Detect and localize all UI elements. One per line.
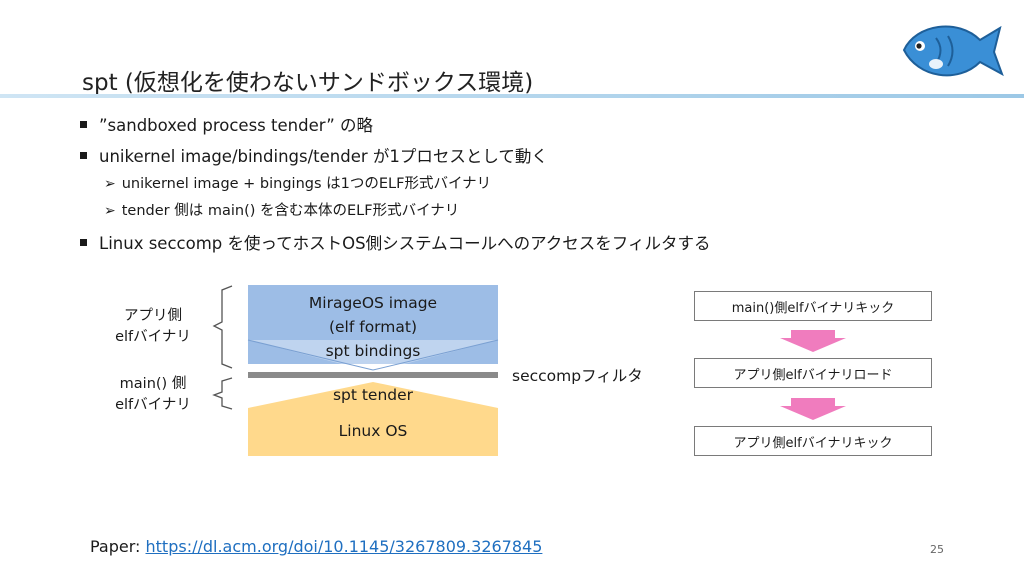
bullet-square-icon [80, 121, 87, 128]
bindings-label: spt bindings [325, 342, 421, 360]
mirage-label-line1: MirageOS image [308, 294, 438, 312]
seccomp-bar [248, 372, 498, 378]
mirage-block [248, 285, 498, 364]
main-side-brace [212, 377, 233, 410]
flow-step-3: アプリ側elfバイナリキック [694, 426, 932, 456]
fish-icon [902, 25, 1004, 77]
bullet-2: unikernel image/bindings/tender が1プロセスとし… [80, 143, 548, 167]
sub-bullet-2: ➢tender 側は main() を含む本体のELF形式バイナリ [104, 203, 460, 219]
main-side-label: main() 側 elfバイナリ [115, 376, 191, 413]
app-side-label: アプリ側 elfバイナリ [115, 308, 191, 345]
tender-label: spt tender [332, 386, 414, 404]
arrow-bullet-icon: ➢ [104, 176, 116, 192]
down-arrow-icon [780, 330, 846, 352]
flow-step-1: main()側elfバイナリキック [694, 291, 932, 321]
bullet-square-icon [80, 239, 87, 246]
mirage-label-line2: (elf format) [328, 318, 418, 336]
bullet-1: ”sandboxed process tender” の略 [80, 112, 373, 136]
paper-reference: Paper: https://dl.acm.org/doi/10.1145/32… [90, 537, 543, 556]
linux-label: Linux OS [338, 422, 408, 440]
down-arrow-icon [780, 398, 846, 420]
page-number: 25 [930, 543, 944, 556]
slide-title: spt (仮想化を使わないサンドボックス環境) [82, 70, 534, 96]
linux-block [248, 382, 498, 456]
seccomp-label: seccompフィルタ [512, 367, 643, 385]
paper-link[interactable]: https://dl.acm.org/doi/10.1145/3267809.3… [145, 537, 543, 556]
bullet-square-icon [80, 152, 87, 159]
bullet-3: Linux seccomp を使ってホストOS側システムコールへのアクセスをフィ… [80, 230, 710, 254]
sub-bullet-1: ➢unikernel image + bingings は1つのELF形式バイナ… [104, 176, 492, 192]
title-underline [0, 94, 1024, 98]
app-side-brace [212, 285, 233, 369]
arrow-bullet-icon: ➢ [104, 203, 116, 219]
flow-step-2: アプリ側elfバイナリロード [694, 358, 932, 388]
